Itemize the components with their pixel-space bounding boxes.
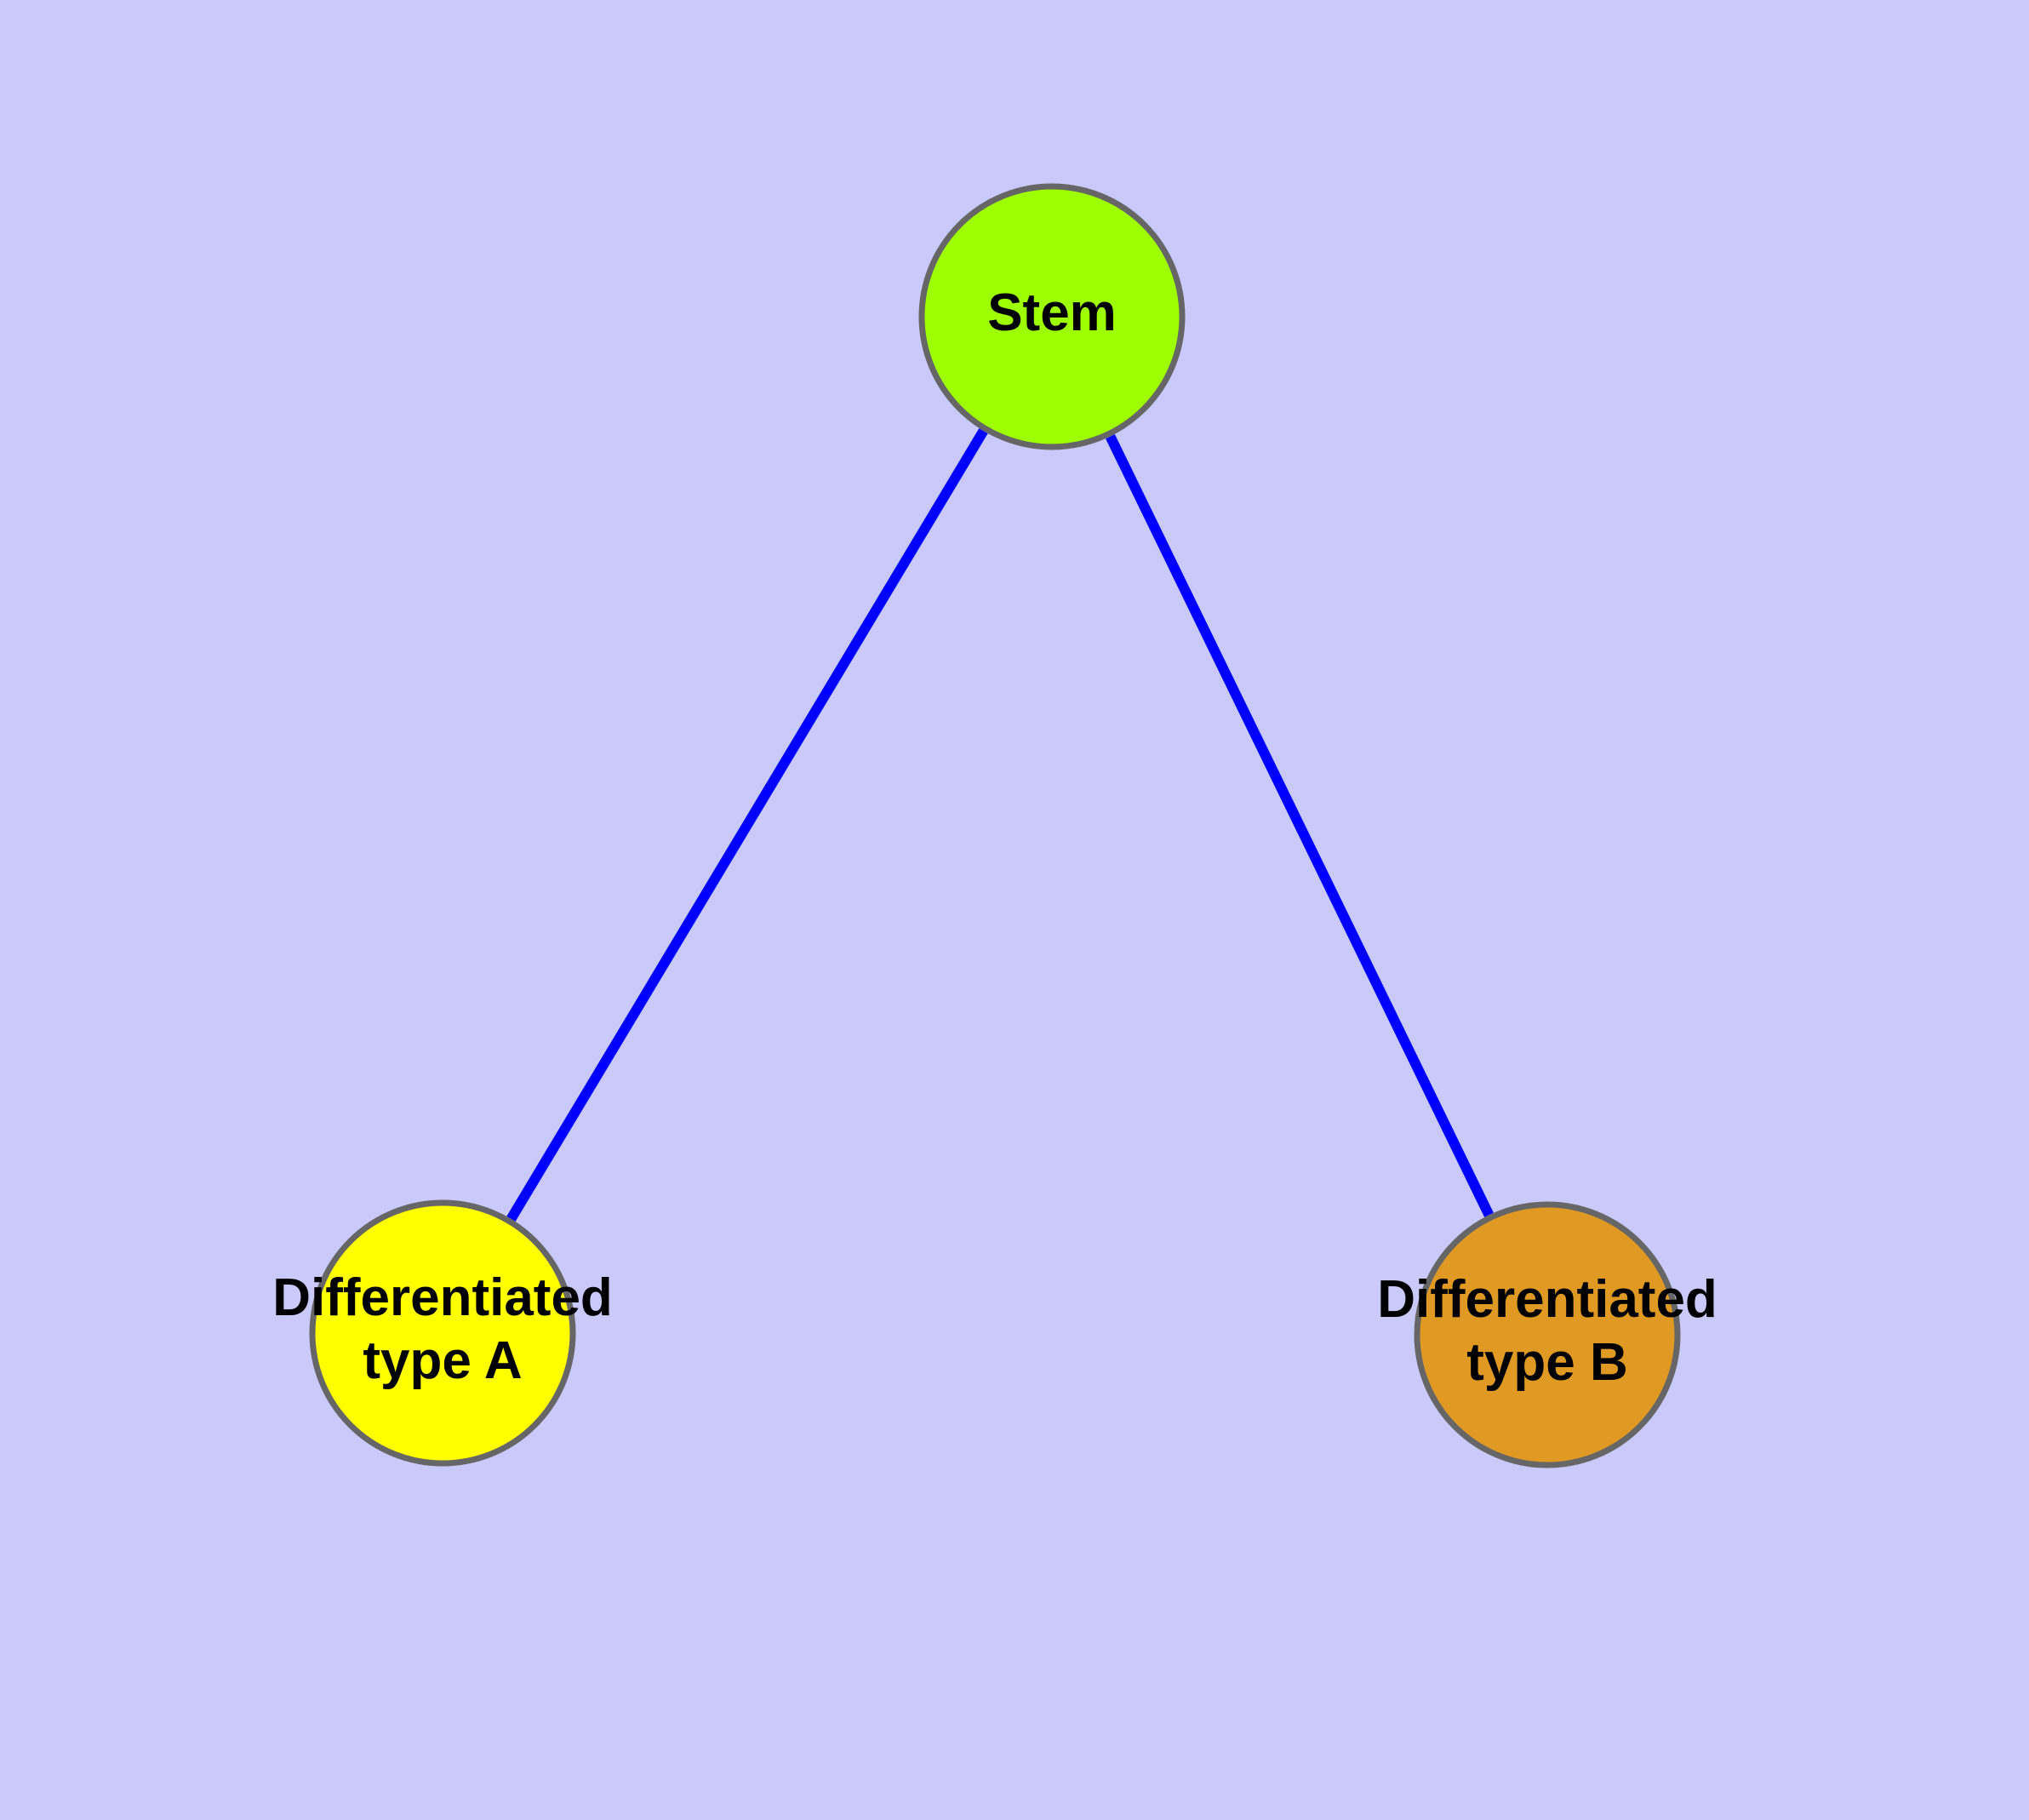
graph-node-diff_b[interactable] [1414,1201,1681,1468]
label-line: Differentiated [272,1268,613,1327]
graph-edge-stem-diff_b [1106,434,1494,1217]
graph-edge-stem-diff_a [506,428,988,1222]
graph-node-diff_a[interactable] [309,1199,576,1467]
label-line: type A [363,1331,522,1390]
label-line: Stem [987,283,1117,342]
label-line: type B [1466,1333,1627,1392]
nodes-layer [309,183,1681,1468]
graph-node-label-stem: Stem [987,283,1117,342]
edges-layer [506,428,1494,1222]
graph-node-stem[interactable] [918,183,1186,450]
label-line: Differentiated [1377,1270,1718,1329]
